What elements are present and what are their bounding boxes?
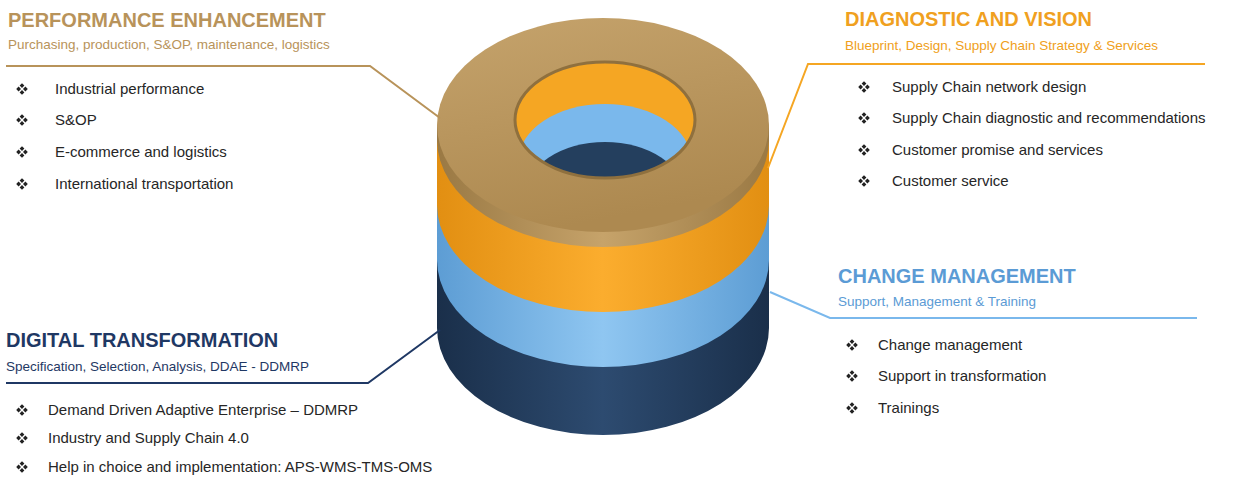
bullet-symbol — [16, 114, 28, 126]
bullet-symbol — [16, 146, 28, 158]
bullet-symbol — [858, 175, 870, 187]
bullet-symbol — [858, 81, 870, 93]
bullet-diamonds — [846, 402, 858, 414]
hole-rim — [515, 62, 695, 178]
leader-line — [768, 64, 1205, 168]
bullet-symbol — [858, 144, 870, 156]
bullet-symbol — [846, 339, 858, 351]
section-heading: PERFORMANCE ENHANCEMENT — [8, 8, 326, 32]
section-subtitle: Blueprint, Design, Supply Chain Strategy… — [845, 38, 1158, 54]
hole-navy — [525, 142, 685, 250]
bullet-item: Supply Chain diagnostic and recommendati… — [892, 109, 1206, 127]
bullet-diamonds — [846, 370, 858, 382]
leader-line — [6, 66, 440, 118]
leader-line — [770, 292, 1197, 318]
bullet-item: Industry and Supply Chain 4.0 — [48, 429, 249, 447]
bullet-diamonds — [858, 144, 870, 156]
bullet-item: Customer service — [892, 172, 1009, 190]
section-heading: DIGITAL TRANSFORMATION — [6, 328, 278, 352]
section-subtitle: Specification, Selection, Analysis, DDAE… — [6, 359, 309, 375]
section-subtitle: Support, Management & Training — [838, 294, 1036, 310]
bullet-diamonds — [16, 114, 28, 126]
bullet-diamonds — [858, 112, 870, 124]
bullet-item: Help in choice and implementation: APS-W… — [48, 458, 432, 476]
bullet-item: Industrial performance — [55, 80, 204, 98]
bullet-symbol — [858, 112, 870, 124]
bullet-symbol — [16, 83, 28, 95]
bullet-diamonds — [16, 461, 28, 473]
bullet-item: E-commerce and logistics — [55, 143, 227, 161]
section-heading: DIAGNOSTIC AND VISION — [845, 7, 1092, 31]
section-subtitle: Purchasing, production, S&OP, maintenanc… — [8, 37, 330, 53]
bullet-item: Trainings — [878, 399, 939, 417]
section-heading: CHANGE MANAGEMENT — [838, 264, 1076, 288]
bullet-symbol — [16, 432, 28, 444]
bullet-diamonds — [846, 339, 858, 351]
bullet-item: Support in transformation — [878, 367, 1046, 385]
bullet-symbol — [846, 402, 858, 414]
ring-hole — [500, 50, 720, 250]
bullet-item: Demand Driven Adaptive Enterprise – DDMR… — [48, 401, 358, 419]
bullet-diamonds — [858, 175, 870, 187]
bullet-diamonds — [16, 178, 28, 190]
bullet-symbol — [16, 404, 28, 416]
bullet-symbol — [16, 178, 28, 190]
bullet-diamonds — [16, 83, 28, 95]
bullet-diamonds — [16, 432, 28, 444]
bullet-symbol — [16, 461, 28, 473]
bullet-item: Customer promise and services — [892, 141, 1103, 159]
tan-ring-top — [437, 18, 769, 232]
bullet-item: S&OP — [55, 111, 97, 129]
bullet-item: International transportation — [55, 175, 233, 193]
bullet-item: Supply Chain network design — [892, 78, 1086, 96]
bullet-diamonds — [16, 146, 28, 158]
bullet-diamonds — [16, 404, 28, 416]
bullet-symbol — [846, 370, 858, 382]
bullet-diamonds — [858, 81, 870, 93]
bullet-item: Change management — [878, 336, 1022, 354]
